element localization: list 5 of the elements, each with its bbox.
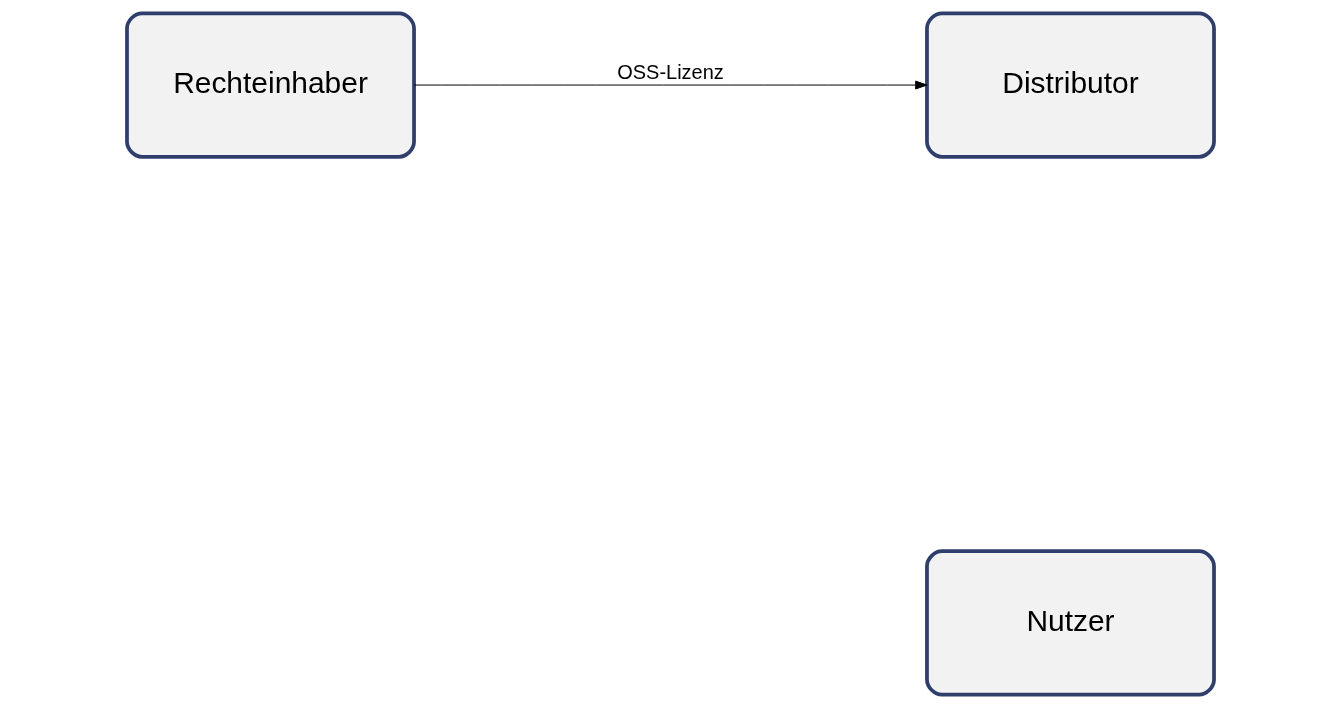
node-box: Distributor xyxy=(924,11,1216,159)
node-box: Nutzer xyxy=(924,549,1216,697)
edge-label: OSS-Lizenz xyxy=(616,60,724,83)
arrow xyxy=(413,80,927,90)
node-box: Rechteinhaber xyxy=(124,11,416,159)
